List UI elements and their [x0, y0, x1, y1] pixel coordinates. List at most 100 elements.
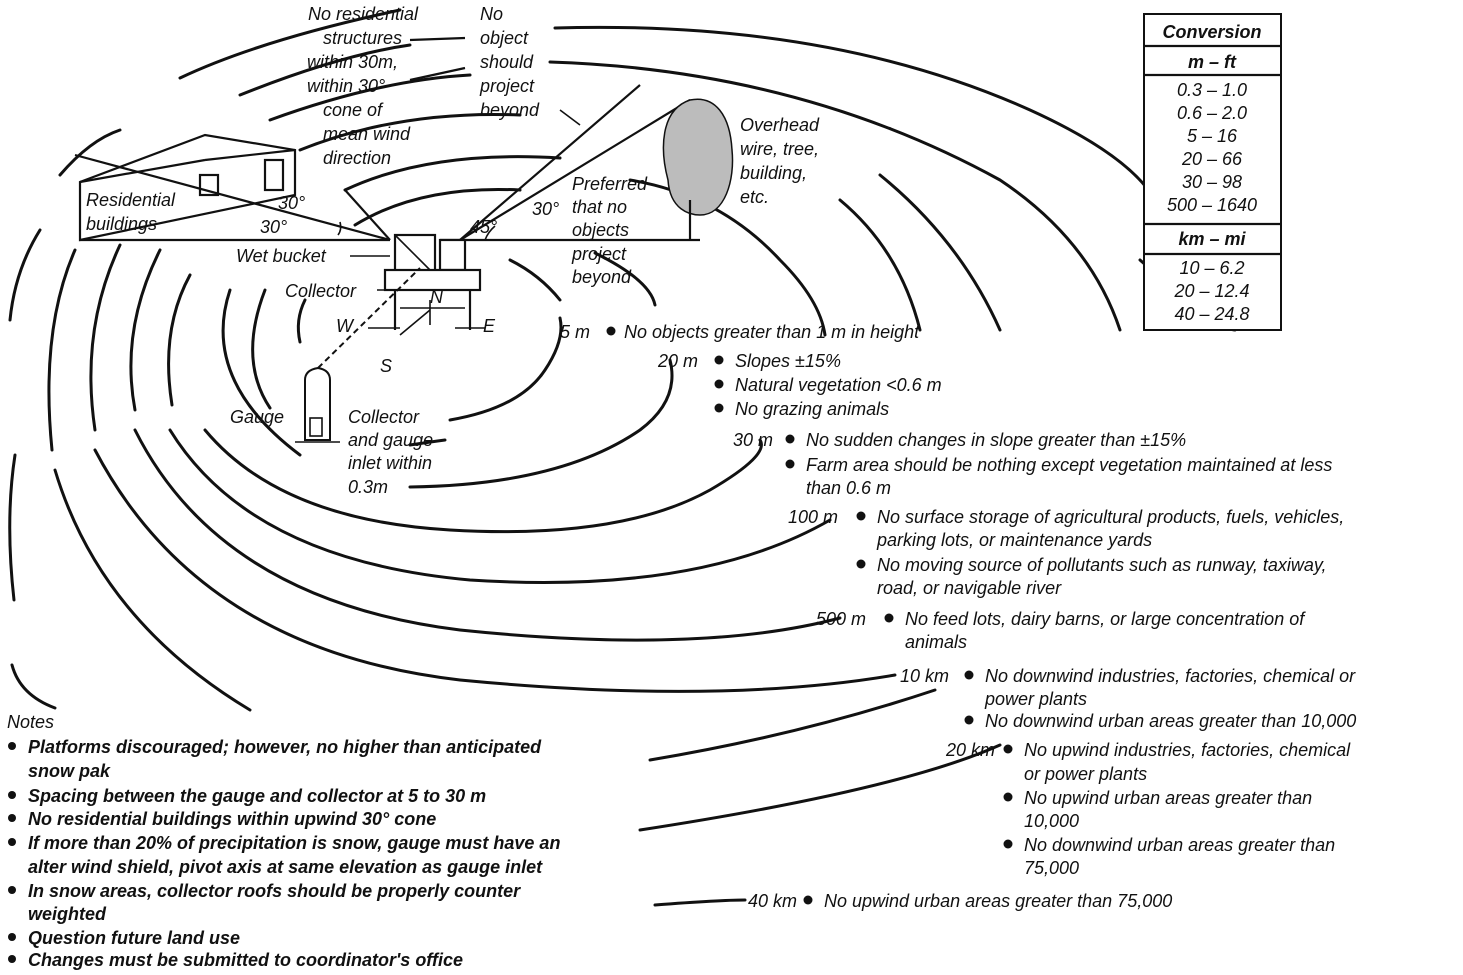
callout-preferred: Preferred that no objects project beyond — [571, 174, 648, 287]
arc-5m-left — [296, 298, 307, 344]
arc-outer-2 — [653, 898, 747, 907]
angle-45-label: 45° — [470, 217, 497, 237]
callout-no-object: No object should project beyond — [479, 4, 581, 126]
no-residential-line-5: cone of — [323, 100, 384, 120]
arc-500m — [168, 428, 832, 584]
arc-500m-right — [838, 198, 922, 332]
m-ft-row-1: 0.3 – 1.0 — [1177, 80, 1247, 100]
no-object-line-4: project — [479, 76, 535, 96]
spacing-dashed-line — [317, 267, 421, 369]
bullet-icon — [964, 670, 974, 680]
preferred-line-4: project — [571, 244, 627, 264]
gauge-label: Gauge — [230, 407, 284, 427]
note-4-cont: alter wind shield, pivot axis at same el… — [28, 857, 543, 877]
arc-40km-top — [178, 8, 402, 80]
notes-block: Notes Platforms discouraged; however, no… — [7, 712, 560, 970]
arc-500m-left — [167, 273, 192, 407]
zone-30m: 30 m No sudden changes in slope greater … — [733, 430, 1332, 498]
no-residential-line-4: within 30° — [307, 76, 385, 96]
residential-line-1: Residential — [86, 190, 176, 210]
m-ft-row-5: 30 – 98 — [1182, 172, 1242, 192]
zone-20m-item-1: Slopes ±15% — [735, 351, 841, 371]
arc-30m-top — [353, 187, 522, 227]
notes-title: Notes — [7, 712, 54, 732]
zone-20km-item-6: 75,000 — [1024, 858, 1079, 878]
zone-100m: 100 m No surface storage of agricultural… — [788, 507, 1344, 598]
bullet-icon — [884, 613, 894, 623]
callout-no-residential: No residential structures within 30m, wi… — [307, 4, 466, 168]
zone-500m: 500 m No feed lots, dairy barns, or larg… — [816, 609, 1306, 652]
note-1: Platforms discouraged; however, no highe… — [28, 737, 542, 757]
bullet-icon — [1003, 744, 1013, 754]
tree-icon — [662, 98, 734, 241]
note-5: In snow areas, collector roofs should be… — [28, 881, 521, 901]
km-mi-row-2: 20 – 12.4 — [1173, 281, 1249, 301]
zone-30m-distance: 30 m — [733, 430, 773, 450]
collector-gauge-line-1: Collector — [348, 407, 420, 427]
bullet-icon — [785, 459, 795, 469]
km-mi-header: km – mi — [1178, 229, 1246, 249]
preferred-line-2: that no — [572, 197, 627, 217]
wet-bucket-label: Wet bucket — [236, 246, 327, 266]
zone-30m-item-1: No sudden changes in slope greater than … — [806, 430, 1186, 450]
bullet-icon — [1003, 792, 1013, 802]
arc-outer-1 — [638, 743, 1002, 832]
arc-outer-3 — [10, 663, 57, 710]
overhead-line-4: etc. — [740, 187, 769, 207]
collector-gauge-line-3: inlet within — [348, 453, 432, 473]
zone-5m-distance: 5 m — [560, 322, 590, 342]
bullet-icon — [714, 379, 724, 389]
bullet-icon — [964, 715, 974, 725]
overhead-line-3: building, — [740, 163, 807, 183]
bullet-icon — [856, 511, 866, 521]
bullet-icon — [856, 559, 866, 569]
zone-20km-item-4: 10,000 — [1024, 811, 1079, 831]
zone-30m-item-3: than 0.6 m — [806, 478, 891, 498]
angle-30-upper-label: 30° — [278, 193, 305, 213]
preferred-line-5: beyond — [572, 267, 632, 287]
zone-20m-item-3: No grazing animals — [735, 399, 889, 419]
arc-100m-top — [343, 155, 562, 192]
overhead-line-2: wire, tree, — [740, 139, 819, 159]
preferred-line-1: Preferred — [572, 174, 648, 194]
zone-10km-item-2: power plants — [984, 689, 1087, 709]
m-ft-row-3: 5 – 16 — [1187, 126, 1238, 146]
bullet-icon — [785, 434, 795, 444]
arc-outer-4 — [8, 453, 17, 602]
arc-40km-b — [648, 688, 937, 762]
arc-10km — [133, 428, 842, 642]
arc-20m — [593, 251, 657, 307]
zone-30m-item-2: Farm area should be nothing except veget… — [806, 455, 1332, 475]
km-mi-row-1: 10 – 6.2 — [1179, 258, 1244, 278]
m-ft-row-6: 500 – 1640 — [1167, 195, 1257, 215]
note-3: No residential buildings within upwind 3… — [28, 809, 436, 829]
m-ft-header: m – ft — [1188, 52, 1237, 72]
arc-40km-upper — [553, 25, 1162, 212]
collector-label: Collector — [285, 281, 357, 301]
zone-20m: 20 m Slopes ±15% Natural vegetation <0.6… — [657, 351, 942, 419]
zone-40km-item-1: No upwind urban areas greater than 75,00… — [824, 891, 1172, 911]
zone-40km: 40 km No upwind urban areas greater than… — [748, 891, 1172, 911]
compass-n-label: N — [430, 287, 444, 307]
arc-20km-left — [89, 243, 122, 432]
no-residential-line-2: structures — [323, 28, 402, 48]
arc-100m — [203, 428, 763, 534]
zone-10km: 10 km No downwind industries, factories,… — [900, 666, 1356, 731]
zone-40km-distance: 40 km — [748, 891, 797, 911]
bullet-icon — [8, 814, 16, 822]
arc-outer-7 — [408, 438, 447, 447]
zone-20km-distance: 20 km — [945, 740, 995, 760]
arc-40km-a — [53, 468, 252, 712]
zone-20km-item-5: No downwind urban areas greater than — [1024, 835, 1335, 855]
bullet-icon — [8, 742, 16, 750]
compass-s-label: S — [380, 356, 392, 376]
bullet-icon — [8, 791, 16, 799]
no-residential-line-3: within 30m, — [307, 52, 398, 72]
zone-20km-item-2: or power plants — [1024, 764, 1147, 784]
no-residential-line-1: No residential — [308, 4, 419, 24]
angle-30-lower-label: 30° — [260, 217, 287, 237]
zone-20km: 20 km No upwind industries, factories, c… — [945, 740, 1351, 878]
note-7: Changes must be submitted to coordinator… — [28, 950, 463, 970]
